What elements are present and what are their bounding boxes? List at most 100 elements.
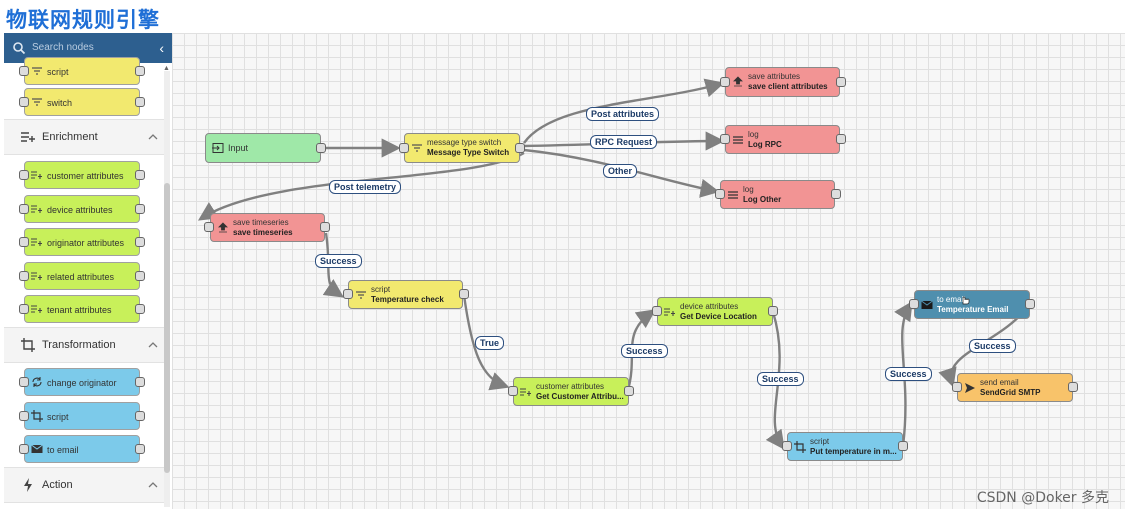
link-label-success-3[interactable]: Success <box>757 372 804 386</box>
palette-node-originator-attributes[interactable]: originator attributes <box>24 228 140 256</box>
search-input[interactable]: Search nodes <box>32 42 94 53</box>
node-port-out[interactable] <box>898 441 908 451</box>
section-action[interactable]: Action <box>4 467 164 503</box>
crop-icon <box>31 410 43 422</box>
link-true <box>462 294 510 391</box>
node-port-out[interactable] <box>831 189 841 199</box>
chevron-up-icon[interactable] <box>148 340 158 350</box>
palette-port-in <box>19 97 29 107</box>
palette-port-out <box>135 411 145 421</box>
palette-node-change-originator[interactable]: change originator <box>24 368 140 396</box>
node-message-type-switch[interactable]: message type switch Message Type Switch <box>404 133 520 163</box>
node-port-in[interactable] <box>508 386 518 396</box>
section-transformation[interactable]: Transformation <box>4 327 164 363</box>
node-port-out[interactable] <box>1025 299 1035 309</box>
node-port-in[interactable] <box>909 299 919 309</box>
link-label-post-telemetry[interactable]: Post telemetry <box>329 180 402 194</box>
node-port-in[interactable] <box>204 222 214 232</box>
node-type: send email <box>980 378 1019 387</box>
node-name: Temperature Email <box>937 305 1009 314</box>
link-label-post-attributes[interactable]: Post attributes <box>586 107 660 121</box>
node-port-in[interactable] <box>399 143 409 153</box>
node-name: SendGrid SMTP <box>980 388 1041 397</box>
link-post-attributes <box>523 78 725 144</box>
palette-node-switch[interactable]: switch <box>24 88 140 116</box>
palette-node-tenant-attributes[interactable]: tenant attributes <box>24 295 140 323</box>
node-to-email[interactable]: to email Temperature Email <box>914 290 1030 319</box>
email-icon <box>31 444 43 453</box>
link-success-4 <box>894 300 913 447</box>
palette-node-label: to email <box>47 445 79 455</box>
palette-node-script-filter[interactable]: script <box>24 57 140 85</box>
palette-node-customer-attributes[interactable]: customer attributes <box>24 161 140 189</box>
node-port-out[interactable] <box>316 143 326 153</box>
palette-node-label: device attributes <box>47 205 113 215</box>
node-device-attributes[interactable]: device attributes Get Device Location <box>657 297 773 326</box>
enrichment-icon <box>31 272 42 280</box>
email-icon <box>921 300 933 309</box>
node-script-put-temperature[interactable]: script Put temperature in m... <box>787 432 903 461</box>
node-port-in[interactable] <box>652 306 662 316</box>
node-port-out[interactable] <box>624 386 634 396</box>
node-port-in[interactable] <box>782 441 792 451</box>
enrichment-icon <box>21 132 35 142</box>
node-customer-attributes[interactable]: customer attributes Get Customer Attribu… <box>513 377 629 406</box>
link-label-other[interactable]: Other <box>603 164 638 178</box>
chevron-left-icon[interactable]: ‹ <box>159 40 164 56</box>
node-palette-sidebar: Search nodes ‹ ▲ script switch Enrichmen… <box>4 33 173 509</box>
node-port-out[interactable] <box>768 306 778 316</box>
node-send-email[interactable]: send email SendGrid SMTP <box>957 373 1073 402</box>
node-type: save attributes <box>748 72 801 81</box>
node-port-out[interactable] <box>836 134 846 144</box>
node-port-out[interactable] <box>1068 382 1078 392</box>
palette-node-related-attributes[interactable]: related attributes <box>24 262 140 290</box>
link-label-success-5[interactable]: Success <box>969 339 1016 353</box>
node-name: save timeseries <box>233 228 293 237</box>
node-port-in[interactable] <box>720 134 730 144</box>
list-icon <box>733 136 743 144</box>
palette-node-device-attributes[interactable]: device attributes <box>24 195 140 223</box>
node-input[interactable]: Input <box>205 133 321 163</box>
node-port-in[interactable] <box>343 289 353 299</box>
rule-chain-canvas[interactable]: Input message type switch Message Type S… <box>172 33 1125 509</box>
node-port-out[interactable] <box>320 222 330 232</box>
node-name: Get Customer Attribu... <box>536 392 624 401</box>
palette-port-in <box>19 377 29 387</box>
palette-port-out <box>135 237 145 247</box>
link-success-3 <box>765 311 785 450</box>
sidebar-scrollbar-thumb[interactable] <box>164 183 170 473</box>
node-type: script <box>371 285 391 294</box>
node-log-rpc[interactable]: log Log RPC <box>725 125 840 154</box>
node-port-in[interactable] <box>715 189 725 199</box>
node-port-in[interactable] <box>720 77 730 87</box>
palette-port-out <box>135 444 145 454</box>
node-type: customer attributes <box>536 382 605 391</box>
node-script-temperature-check[interactable]: script Temperature check <box>348 280 463 309</box>
palette-node-label: originator attributes <box>47 238 125 248</box>
palette-port-in <box>19 304 29 314</box>
palette-port-out <box>135 304 145 314</box>
link-label-success-2[interactable]: Success <box>621 344 668 358</box>
node-save-timeseries[interactable]: save timeseries save timeseries <box>210 213 325 242</box>
node-port-out[interactable] <box>459 289 469 299</box>
palette-port-in <box>19 66 29 76</box>
node-log-other[interactable]: log Log Other <box>720 180 835 209</box>
node-type: save timeseries <box>233 218 289 227</box>
node-port-in[interactable] <box>952 382 962 392</box>
node-type: script <box>810 437 830 446</box>
link-label-rpc-request[interactable]: RPC Request <box>590 135 658 149</box>
section-enrichment[interactable]: Enrichment <box>4 119 164 155</box>
node-port-out[interactable] <box>515 143 525 153</box>
link-label-true[interactable]: True <box>475 336 505 350</box>
link-label-success-4[interactable]: Success <box>885 367 932 381</box>
chevron-up-icon[interactable] <box>148 132 158 142</box>
input-icon <box>212 143 224 153</box>
chevron-up-icon[interactable] <box>148 480 158 490</box>
scroll-up-arrow-icon[interactable]: ▲ <box>163 65 170 72</box>
palette-port-out <box>135 66 145 76</box>
link-label-success-1[interactable]: Success <box>315 254 362 268</box>
palette-node-to-email[interactable]: to email <box>24 435 140 463</box>
node-save-attributes[interactable]: save attributes save client attributes <box>725 67 840 97</box>
palette-node-script-transform[interactable]: script <box>24 402 140 430</box>
node-port-out[interactable] <box>836 77 846 87</box>
